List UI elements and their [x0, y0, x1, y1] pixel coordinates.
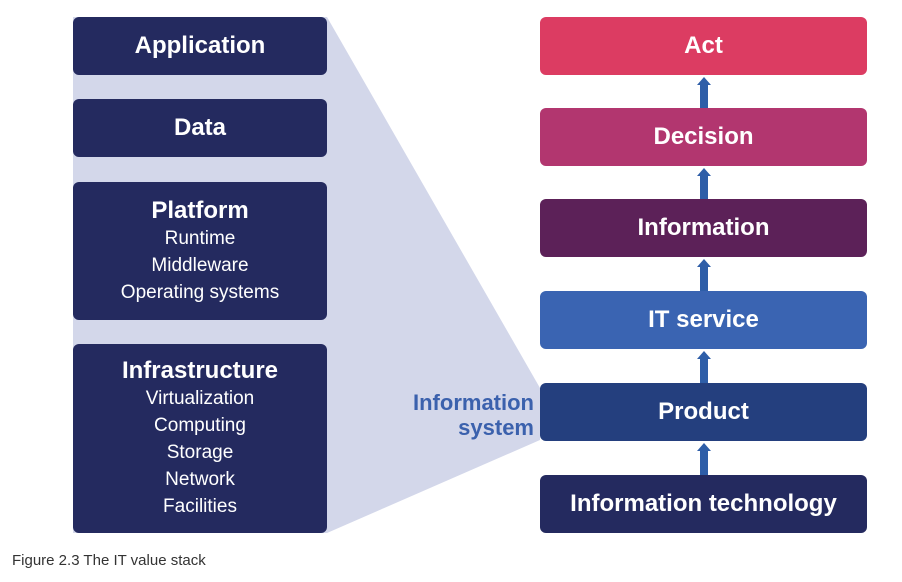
information-box: Information: [540, 199, 867, 257]
decision-box: Decision: [540, 108, 867, 166]
product-box: Product: [540, 383, 867, 441]
platform-item: Middleware: [151, 254, 249, 276]
platform-item: Runtime: [164, 227, 236, 249]
information-system-label: Information system: [384, 390, 534, 440]
infrastructure-item: Virtualization: [145, 388, 255, 409]
infrastructure-item: Network: [165, 469, 235, 490]
arrow-icon: [697, 259, 711, 291]
act-label: Act: [684, 32, 723, 59]
connector-arrows: [697, 77, 711, 475]
application-box: Application: [73, 17, 327, 75]
information-technology-box: Information technology: [540, 475, 867, 533]
infrastructure-item: Computing: [154, 415, 246, 436]
arrow-icon: [697, 77, 711, 109]
figure-caption: Figure 2.3 The IT value stack: [12, 552, 206, 569]
infrastructure-box: Infrastructure Virtualization Computing …: [73, 344, 327, 533]
arrow-icon: [697, 443, 711, 475]
platform-title: Platform: [151, 196, 249, 224]
arrow-icon: [697, 351, 711, 383]
infrastructure-item: Facilities: [163, 496, 237, 517]
platform-box: Platform Runtime Middleware Operating sy…: [73, 182, 327, 320]
information-system-line: system: [458, 415, 534, 440]
application-title: Application: [134, 32, 266, 59]
data-title: Data: [173, 114, 227, 141]
infrastructure-title: Infrastructure: [121, 357, 279, 384]
information-system-line: Information: [413, 390, 534, 415]
infrastructure-item: Storage: [166, 442, 234, 463]
it-service-label: IT service: [648, 306, 759, 333]
arrow-icon: [697, 168, 711, 200]
information-label: Information: [637, 214, 770, 241]
platform-item: Operating systems: [120, 281, 280, 303]
act-box: Act: [540, 17, 867, 75]
product-label: Product: [658, 398, 749, 425]
data-box: Data: [73, 99, 327, 157]
it-service-box: IT service: [540, 291, 867, 349]
information-technology-label: Information technology: [570, 490, 837, 517]
decision-label: Decision: [653, 123, 754, 150]
